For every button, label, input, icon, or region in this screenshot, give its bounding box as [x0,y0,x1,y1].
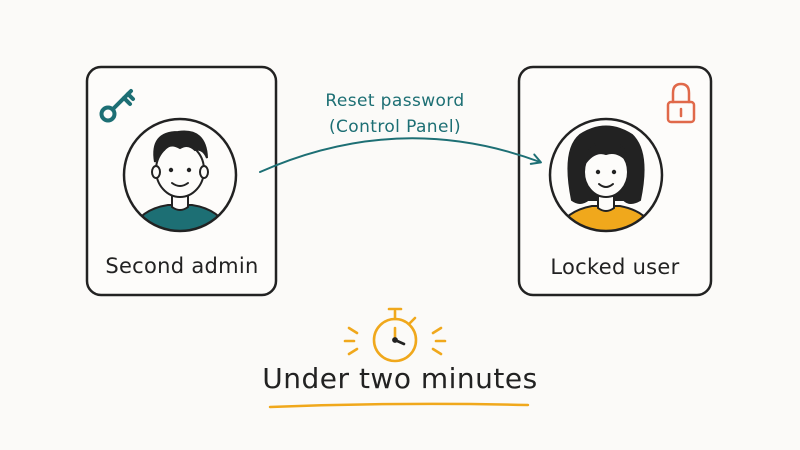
padlock-icon [666,82,696,124]
caption-underline [268,402,530,409]
user-card [517,65,713,297]
action-label: Reset password (Control Panel) [285,88,505,140]
caption-text: Under two minutes [262,362,538,395]
stopwatch-icon [343,307,447,363]
user-card-label: Locked user [550,255,680,279]
key-icon [99,89,135,123]
action-label-line1: Reset password [325,91,465,111]
action-label-line2: (Control Panel) [329,117,461,137]
user-avatar [548,117,664,233]
admin-avatar [122,117,238,233]
reset-arrow [259,137,542,173]
admin-card [85,65,278,297]
admin-card-label: Second admin [105,254,259,278]
